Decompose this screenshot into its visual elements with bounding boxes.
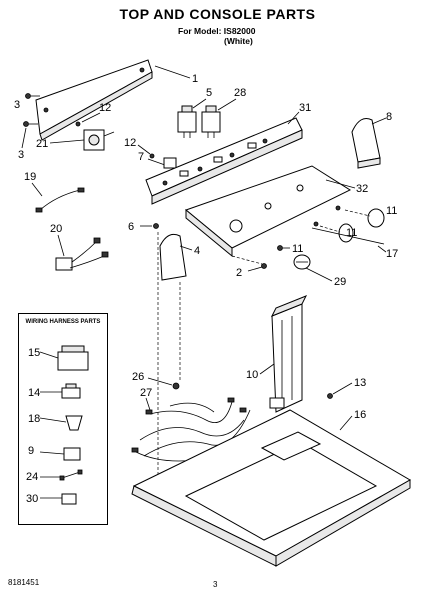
callout-32: 32 [356,183,368,195]
part-19-wire [35,187,85,213]
callout-12b: 12 [124,137,136,149]
callout-11c: 11 [346,227,357,239]
harness-part-14 [61,383,81,399]
callout-21: 21 [36,138,48,150]
callout-3b: 3 [18,149,24,161]
callout-26: 26 [132,371,144,383]
model-line: For Model: IS82000 [178,26,256,36]
callout-18: 18 [28,413,40,425]
screw-3b [23,121,38,127]
part-10-duct [270,295,308,413]
part-21-timer [83,129,115,151]
callout-27: 27 [140,387,152,399]
callout-20: 20 [50,223,62,235]
knob-11c [338,223,354,243]
screw-13 [327,393,333,399]
color-line: (White) [224,36,253,46]
page-title: TOP AND CONSOLE PARTS [119,6,316,22]
callout-16: 16 [354,409,366,421]
callout-19: 19 [24,171,36,183]
callout-8: 8 [386,111,392,123]
callout-28: 28 [234,87,246,99]
callout-14: 14 [28,387,40,399]
harness-part-24 [59,469,83,481]
wiring-harness-parts-box: WIRING HARNESS PARTS [18,313,108,525]
lead-1 [154,65,191,79]
harness-part-18 [65,415,83,431]
part-16-top-panel [131,397,412,567]
callout-30: 30 [26,493,38,505]
main-wiring-harness [131,397,251,462]
callout-31: 31 [299,102,311,114]
part-1-back-panel [35,59,153,141]
screw-6 [153,223,159,229]
callout-11b: 11 [292,243,303,255]
callout-6: 6 [128,221,134,233]
harness-part-30 [61,493,77,505]
callout-3a: 3 [14,99,20,111]
part-26-grommet [172,382,180,390]
callout-7: 7 [138,151,144,163]
knob-11b [277,245,283,251]
part-29-knob [293,254,311,270]
callout-9: 9 [28,445,34,457]
callout-29: 29 [334,276,346,288]
part-20-harness [55,237,109,271]
callout-2: 2 [236,267,242,279]
part-31-console-rail [145,117,303,205]
callout-15: 15 [28,347,40,359]
page-number: 3 [213,580,218,589]
callout-5: 5 [206,87,212,99]
callout-17: 17 [386,248,398,260]
part-4-end-cap [159,233,187,281]
callout-10: 10 [246,369,258,381]
callout-24: 24 [26,471,38,483]
knob-11a [367,208,385,228]
part-5-switch [177,105,197,138]
callout-4: 4 [194,245,200,257]
callout-1: 1 [192,73,198,85]
part-8-end-cap [351,118,381,169]
harness-part-15 [57,345,89,371]
part-7-clip [163,157,177,169]
screw-2 [261,263,267,269]
harness-box-title: WIRING HARNESS PARTS [25,319,101,325]
doc-number: 8181451 [8,578,40,587]
callout-12a: 12 [99,102,111,114]
part-32-console-panel [184,165,352,258]
screw-3a [25,93,40,99]
callout-11a: 11 [386,205,397,217]
part-28-switch [201,105,221,138]
callout-13: 13 [354,377,366,389]
